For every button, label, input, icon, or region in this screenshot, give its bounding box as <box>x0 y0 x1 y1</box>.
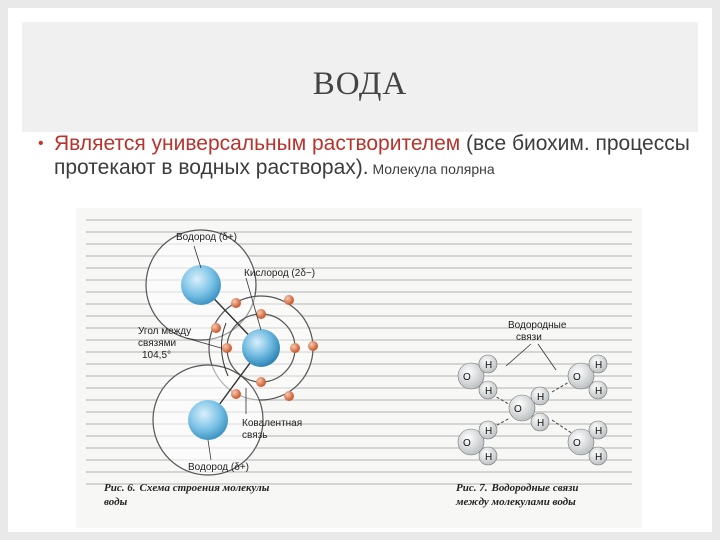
label-angle-line2: связями <box>138 338 176 349</box>
atom-h-label: H <box>537 418 544 429</box>
leader-line <box>185 337 222 349</box>
label-angle-line1: Угол между <box>138 326 191 337</box>
atom-h-label: H <box>595 360 602 371</box>
atom-h-label: H <box>485 360 492 371</box>
atom-o-label: O <box>573 372 581 383</box>
hydrogen-top-atom <box>181 265 221 305</box>
bullet-text: • Является универсальным растворителем (… <box>38 132 694 181</box>
slide: ВОДА • Является универсальным растворите… <box>8 8 712 532</box>
electrons <box>211 295 318 401</box>
hydrogen-bottom-atom <box>188 400 228 440</box>
electron <box>231 298 241 308</box>
electron <box>256 377 266 387</box>
label-hydrogen-bottom: Водород (δ+) <box>188 462 249 473</box>
leader-line <box>245 277 262 331</box>
bullet-tail: Молекула полярна <box>368 161 495 177</box>
figure7-caption-line2: между молекулами воды <box>455 496 576 508</box>
oxygen-atom <box>242 329 280 367</box>
leader-line <box>207 439 212 461</box>
electron <box>256 309 266 319</box>
figure7-caption-line1: Рис. 7.Водородные связи <box>456 482 579 494</box>
electron <box>231 389 241 399</box>
title-band: ВОДА <box>22 22 698 132</box>
water-molecule: O H H <box>457 354 498 400</box>
water-molecule: O H H <box>508 386 550 432</box>
figure7-caption-text: Водородные связи <box>490 482 578 494</box>
atom-h-label: H <box>595 452 602 463</box>
figure6-caption-line1: Рис. 6. Схема строения молекулы <box>104 482 270 494</box>
figure6-caption-line2: воды <box>104 496 128 508</box>
electron <box>211 323 221 333</box>
atom-o-label: O <box>463 438 471 449</box>
atom-h-label: H <box>595 386 602 397</box>
bullet-dot-icon: • <box>38 135 44 152</box>
electron <box>284 391 294 401</box>
atom-h-label: H <box>485 452 492 463</box>
figure-svg: Водород (δ+) Кислород (2δ−) Угол между с… <box>86 219 632 508</box>
label-oxygen: Кислород (2δ−) <box>244 268 315 279</box>
water-molecule: O H H <box>567 354 608 400</box>
angle-arc <box>221 322 229 377</box>
atom-h-label: H <box>595 426 602 437</box>
atom-h-label: H <box>485 426 492 437</box>
figure6-diagram: Водород (δ+) Кислород (2δ−) Угол между с… <box>104 229 318 508</box>
bullet-body: (все биохим. процессы протекают в водных… <box>54 132 690 179</box>
slide-title: ВОДА <box>312 66 408 102</box>
hydrogen-bond-lines <box>487 377 577 437</box>
label-hbonds-line1: Водородные <box>508 320 567 331</box>
atom-o-label: O <box>573 438 581 449</box>
figure7-diagram: Водородные связи O H <box>455 320 608 508</box>
atom-h-label: H <box>537 392 544 403</box>
water-molecule: O H H <box>567 420 608 466</box>
label-covalent-line2: связь <box>242 430 267 441</box>
figure7-caption-prefix: Рис. 7. <box>456 482 487 494</box>
electron <box>222 343 232 353</box>
atom-h-label: H <box>485 386 492 397</box>
atom-o-label: O <box>463 372 471 383</box>
label-angle-value: 104,5° <box>142 350 171 361</box>
bullet-highlight: Является универсальным растворителем <box>54 132 461 155</box>
electron <box>284 295 294 305</box>
water-molecule: O H H <box>457 420 498 466</box>
textbook-figure: Водород (δ+) Кислород (2δ−) Угол между с… <box>76 208 642 528</box>
figure6-caption-prefix: Рис. 6. <box>104 482 135 494</box>
label-hydrogen-top: Водород (δ+) <box>176 232 237 243</box>
leader-line <box>193 245 202 269</box>
leader-line <box>537 343 557 371</box>
label-hbonds-line2: связи <box>516 332 542 343</box>
figure6-caption-text: Схема строения молекулы <box>139 482 269 494</box>
electron <box>290 343 300 353</box>
electron <box>308 341 318 351</box>
label-covalent-line1: Ковалентная <box>242 418 302 429</box>
atom-o-label: O <box>514 404 522 415</box>
leader-line <box>505 343 532 367</box>
